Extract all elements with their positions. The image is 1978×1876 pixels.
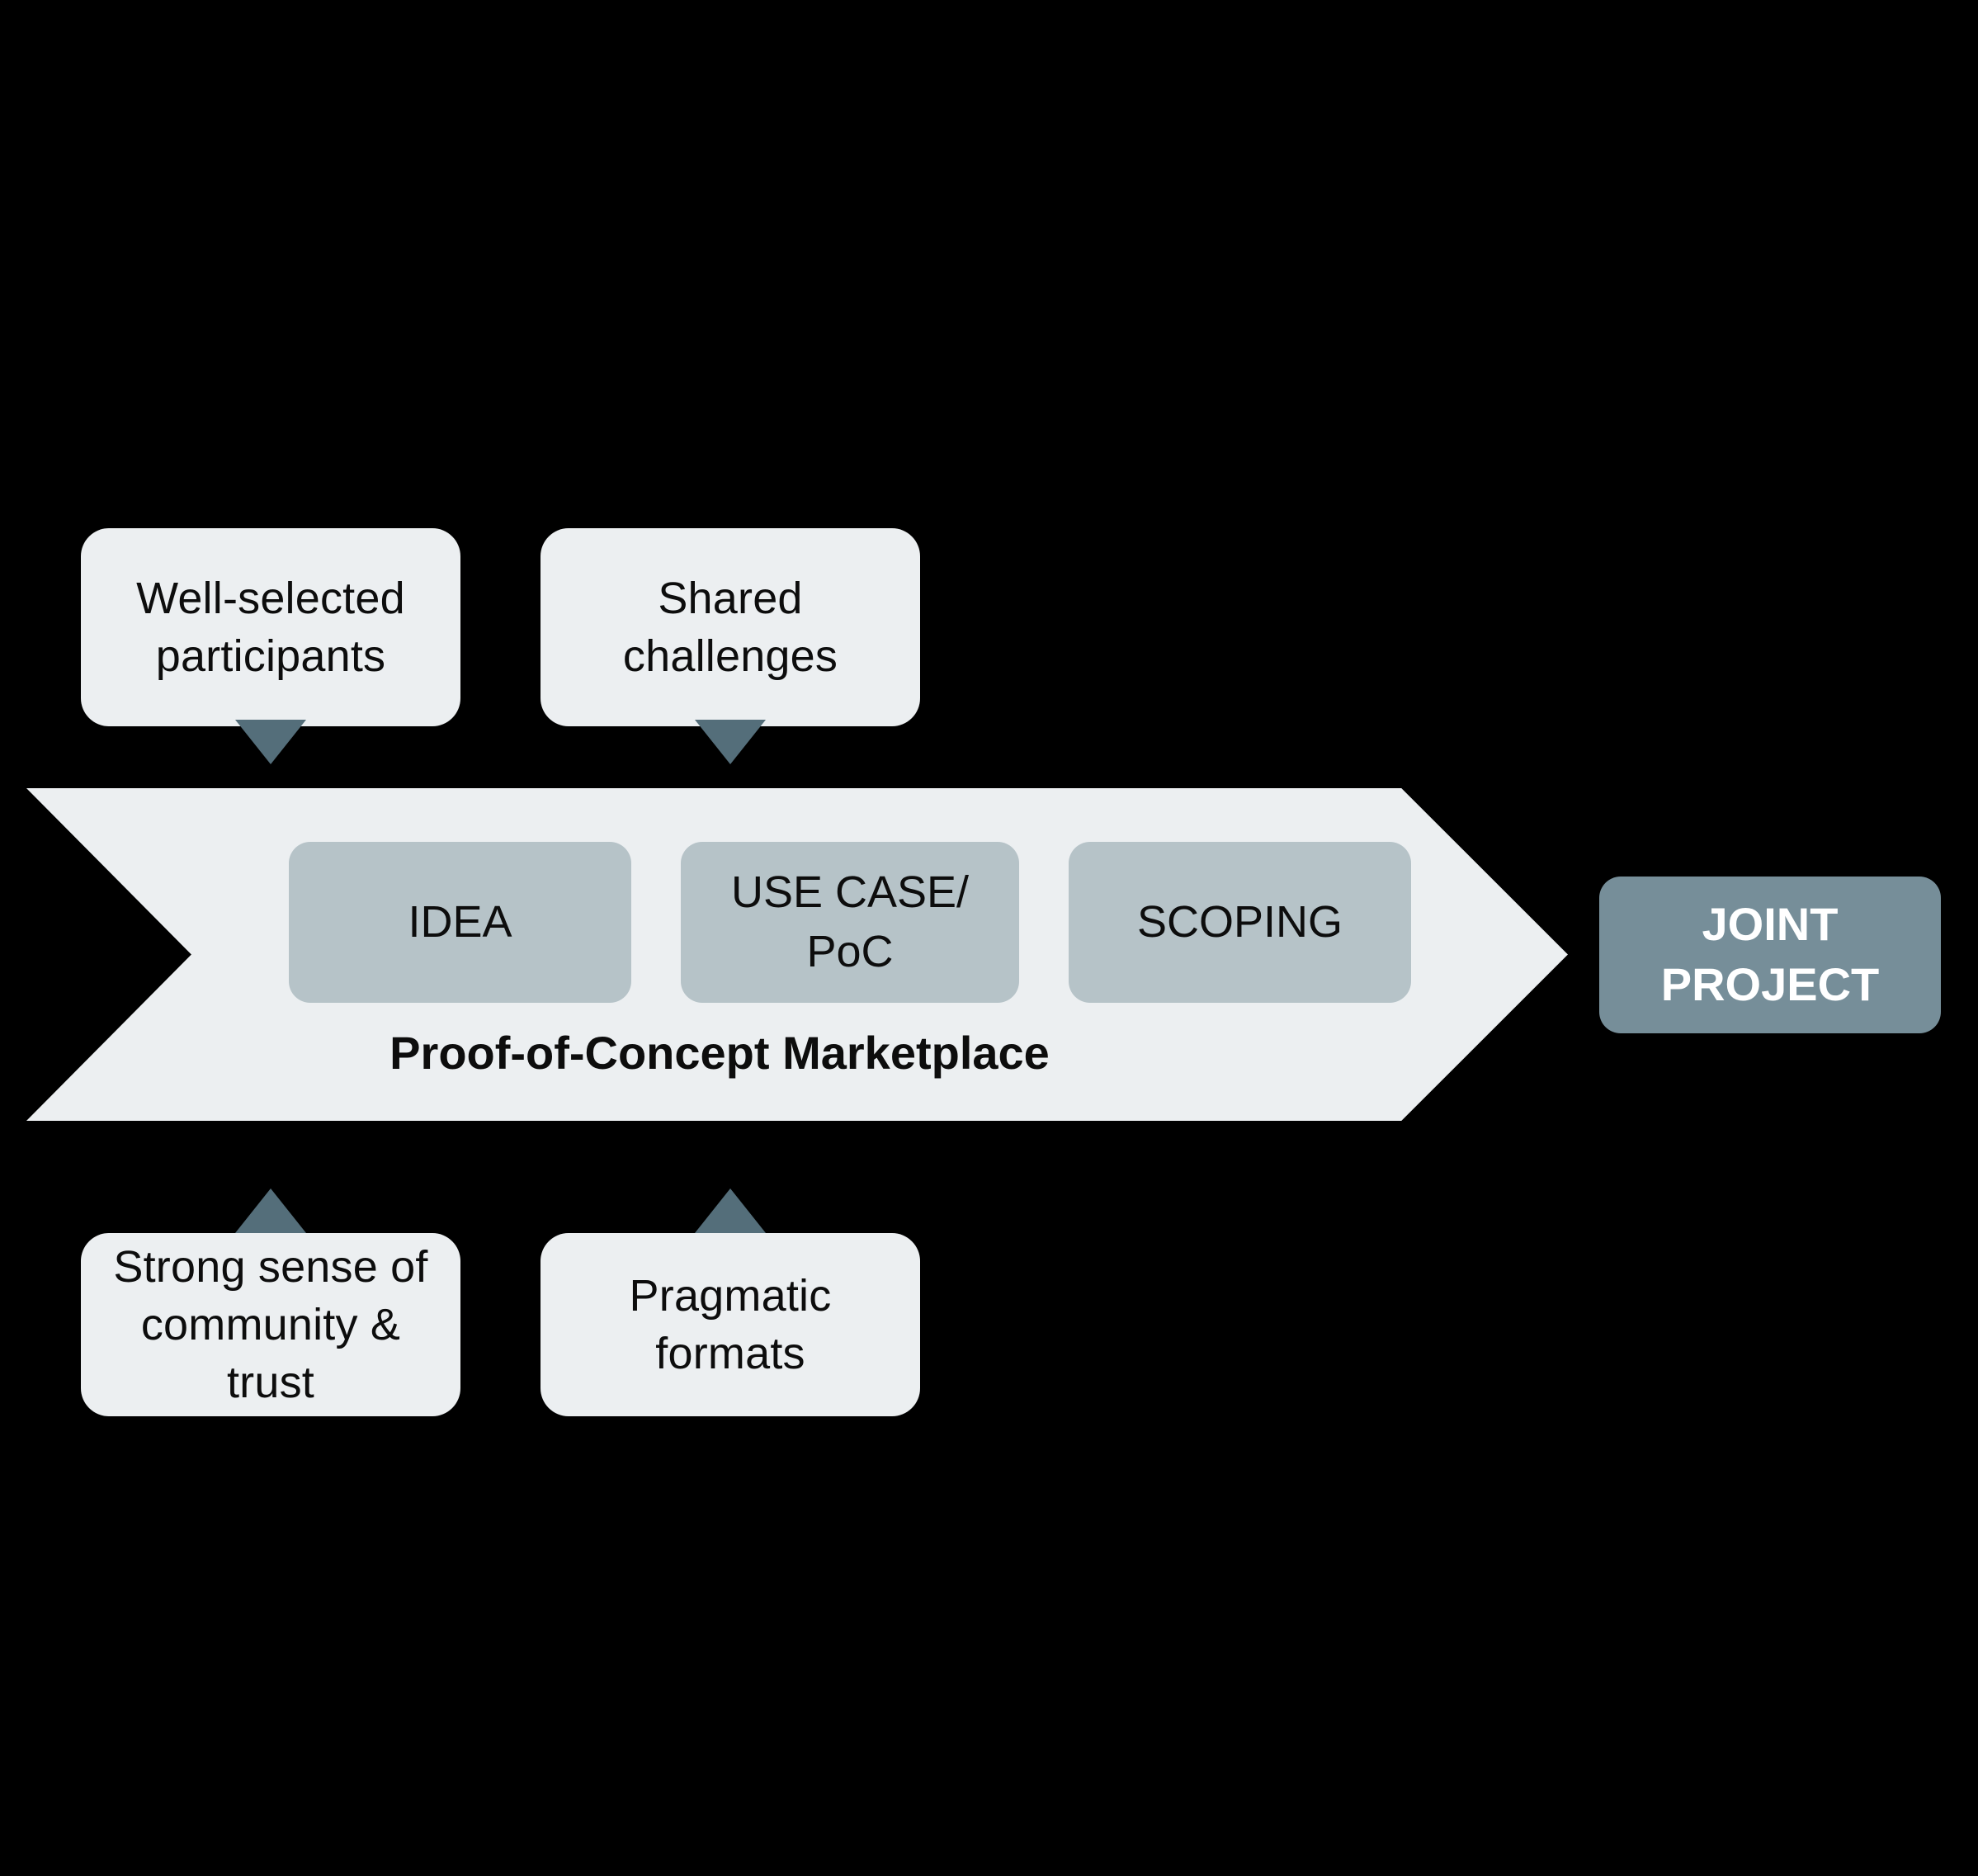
arrow-up-icon-community-trust [235, 1188, 306, 1233]
input-card-pragmatic-formats[interactable]: Pragmatic formats [541, 1233, 920, 1416]
stage-chip-use-case-poc[interactable]: USE CASE/ PoC [681, 842, 1019, 1003]
outcome-box-label: JOINT PROJECT [1660, 898, 1880, 1010]
process-banner-content: IDEA USE CASE/ PoC SCOPING Proof-of-Conc… [26, 788, 1568, 1121]
arrow-down-icon-challenges [695, 720, 766, 764]
input-card-well-selected-participants[interactable]: Well-selected participants [81, 528, 460, 726]
input-card-shared-challenges[interactable]: Shared challenges [541, 528, 920, 726]
stage-chip-idea[interactable]: IDEA [289, 842, 631, 1003]
arrow-up-icon-pragmatic-formats [695, 1188, 766, 1233]
input-card-strong-sense-of-community-trust[interactable]: Strong sense of community & trust [81, 1233, 460, 1416]
input-card-label: Well-selected participants [136, 573, 405, 681]
stage-chip-label: IDEA [408, 896, 512, 947]
input-card-label: Pragmatic formats [629, 1270, 832, 1378]
stage-chip-label: USE CASE/ PoC [730, 867, 970, 976]
input-card-label: Strong sense of community & trust [113, 1241, 428, 1408]
stage-chip-label: SCOPING [1136, 896, 1343, 947]
process-banner-title: Proof-of-Concept Marketplace [389, 1027, 1050, 1079]
outcome-box-joint-project[interactable]: JOINT PROJECT [1599, 877, 1941, 1033]
process-banner: IDEA USE CASE/ PoC SCOPING Proof-of-Conc… [26, 788, 1568, 1121]
input-card-label: Shared challenges [622, 573, 838, 681]
arrow-down-icon-participants [235, 720, 306, 764]
stage-chip-scoping[interactable]: SCOPING [1069, 842, 1411, 1003]
